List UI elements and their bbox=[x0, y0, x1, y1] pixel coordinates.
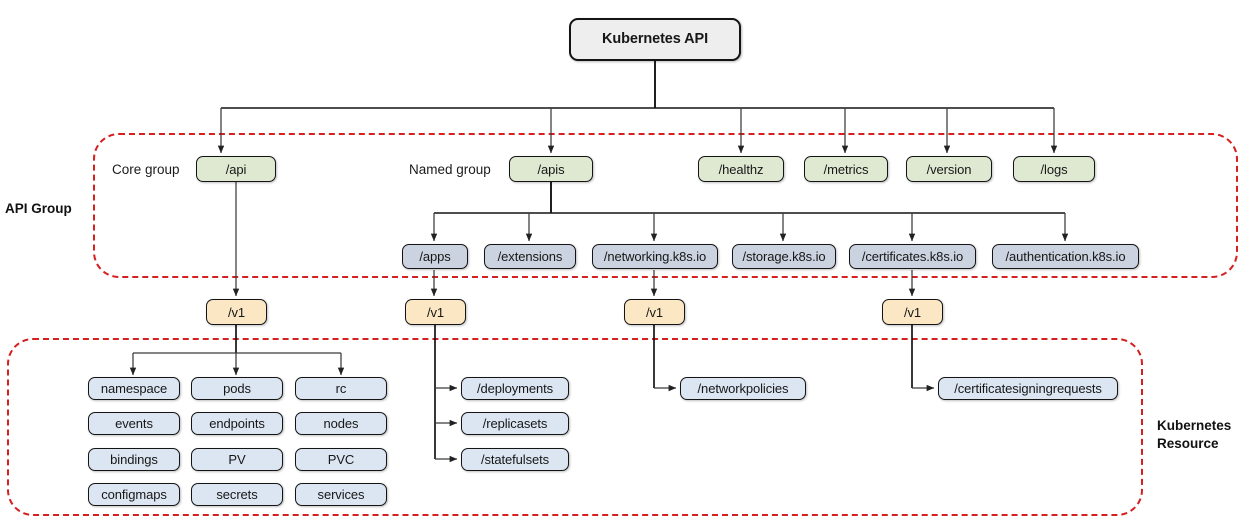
node-resource-certificatesigningrequests[interactable]: /certificatesigningrequests bbox=[938, 377, 1118, 400]
node-kubernetes-api[interactable]: Kubernetes API bbox=[569, 18, 741, 61]
node-api[interactable]: /api bbox=[196, 156, 276, 182]
node-apps[interactable]: /apps bbox=[402, 244, 468, 269]
zone-label-kubernetes-resource: Kubernetes Resource bbox=[1157, 417, 1231, 453]
node-extensions[interactable]: /extensions bbox=[484, 244, 576, 269]
node-networking-k8s-io[interactable]: /networking.k8s.io bbox=[592, 244, 718, 269]
annotation-named-group: Named group bbox=[409, 162, 491, 177]
node-extensions-label: /extensions bbox=[497, 249, 563, 264]
node-healthz-label: /healthz bbox=[718, 161, 764, 177]
node-v1-certificates-label: /v1 bbox=[903, 304, 922, 320]
node-kubernetes-api-label: Kubernetes API bbox=[601, 31, 709, 48]
zone-label-api-group: API Group bbox=[5, 200, 72, 218]
node-v1-apps[interactable]: /v1 bbox=[405, 299, 466, 325]
node-resource-configmaps[interactable]: configmaps bbox=[88, 483, 180, 506]
node-resource-deployments[interactable]: /deployments bbox=[461, 377, 569, 400]
node-resource-namespace[interactable]: namespace bbox=[88, 377, 180, 400]
node-apis[interactable]: /apis bbox=[509, 156, 593, 182]
node-certificates-k8s-io-label: /certificates.k8s.io bbox=[861, 249, 964, 264]
node-resource-statefulsets[interactable]: /statefulsets bbox=[461, 448, 569, 471]
node-authentication-k8s-io-label: /authentication.k8s.io bbox=[1005, 249, 1126, 264]
node-version[interactable]: /version bbox=[906, 156, 992, 182]
node-storage-k8s-io-label: /storage.k8s.io bbox=[742, 249, 826, 264]
node-v1-certificates[interactable]: /v1 bbox=[882, 299, 943, 325]
node-v1-apps-label: /v1 bbox=[426, 304, 445, 320]
node-healthz[interactable]: /healthz bbox=[698, 156, 784, 182]
node-resource-secrets[interactable]: secrets bbox=[191, 483, 283, 506]
node-resource-pv-label: PV bbox=[228, 452, 246, 467]
node-authentication-k8s-io[interactable]: /authentication.k8s.io bbox=[992, 244, 1139, 269]
node-resource-pods-label: pods bbox=[223, 381, 251, 396]
node-metrics[interactable]: /metrics bbox=[804, 156, 888, 182]
zone-label-kubernetes-resource-line1: Kubernetes bbox=[1157, 418, 1232, 433]
node-resource-pvc-label: PVC bbox=[327, 452, 355, 467]
zone-label-kubernetes-resource-line2: Resource bbox=[1157, 436, 1219, 452]
node-resource-events[interactable]: events bbox=[88, 412, 180, 435]
node-resource-pods[interactable]: pods bbox=[191, 377, 283, 400]
node-apis-label: /apis bbox=[537, 161, 565, 177]
node-logs-label: /logs bbox=[1040, 161, 1068, 177]
node-v1-networking[interactable]: /v1 bbox=[624, 299, 685, 325]
node-resource-pv[interactable]: PV bbox=[191, 448, 283, 471]
node-resource-endpoints-label: endpoints bbox=[209, 416, 265, 431]
node-resource-replicasets[interactable]: /replicasets bbox=[461, 412, 569, 435]
node-resource-certificatesigningrequests-label: /certificatesigningrequests bbox=[954, 381, 1102, 396]
node-resource-events-label: events bbox=[115, 416, 153, 431]
node-networking-k8s-io-label: /networking.k8s.io bbox=[603, 249, 707, 264]
node-v1-core-label: /v1 bbox=[227, 304, 246, 320]
node-resource-bindings-label: bindings bbox=[110, 452, 158, 467]
node-apps-label: /apps bbox=[419, 249, 451, 264]
zone-api-group bbox=[93, 133, 1238, 278]
node-resource-services-label: services bbox=[317, 487, 365, 502]
node-api-label: /api bbox=[225, 161, 247, 177]
node-resource-networkpolicies[interactable]: /networkpolicies bbox=[680, 377, 806, 400]
node-v1-core[interactable]: /v1 bbox=[206, 299, 267, 325]
node-resource-namespace-label: namespace bbox=[100, 381, 168, 396]
node-resource-services[interactable]: services bbox=[295, 483, 387, 506]
node-version-label: /version bbox=[926, 161, 972, 177]
node-resource-pvc[interactable]: PVC bbox=[295, 448, 387, 471]
zone-label-api-group-text: API Group bbox=[5, 201, 72, 216]
annotation-core-group-text: Core group bbox=[112, 162, 180, 177]
node-resource-bindings[interactable]: bindings bbox=[88, 448, 180, 471]
node-resource-configmaps-label: configmaps bbox=[101, 487, 167, 502]
node-logs[interactable]: /logs bbox=[1013, 156, 1095, 182]
node-metrics-label: /metrics bbox=[823, 161, 869, 177]
node-resource-secrets-label: secrets bbox=[216, 487, 258, 502]
node-resource-nodes[interactable]: nodes bbox=[295, 412, 387, 435]
node-certificates-k8s-io[interactable]: /certificates.k8s.io bbox=[849, 244, 976, 269]
node-resource-networkpolicies-label: /networkpolicies bbox=[697, 381, 789, 396]
node-resource-replicasets-label: /replicasets bbox=[482, 416, 548, 431]
node-resource-nodes-label: nodes bbox=[323, 416, 359, 431]
node-storage-k8s-io[interactable]: /storage.k8s.io bbox=[732, 244, 836, 269]
node-resource-deployments-label: /deployments bbox=[476, 381, 554, 396]
node-resource-rc[interactable]: rc bbox=[295, 377, 387, 400]
annotation-core-group: Core group bbox=[112, 162, 180, 177]
node-resource-endpoints[interactable]: endpoints bbox=[191, 412, 283, 435]
node-v1-networking-label: /v1 bbox=[645, 304, 664, 320]
node-resource-statefulsets-label: /statefulsets bbox=[480, 452, 550, 467]
node-resource-rc-label: rc bbox=[335, 381, 347, 396]
zone-kubernetes-resource bbox=[7, 338, 1143, 516]
annotation-named-group-text: Named group bbox=[409, 162, 491, 177]
